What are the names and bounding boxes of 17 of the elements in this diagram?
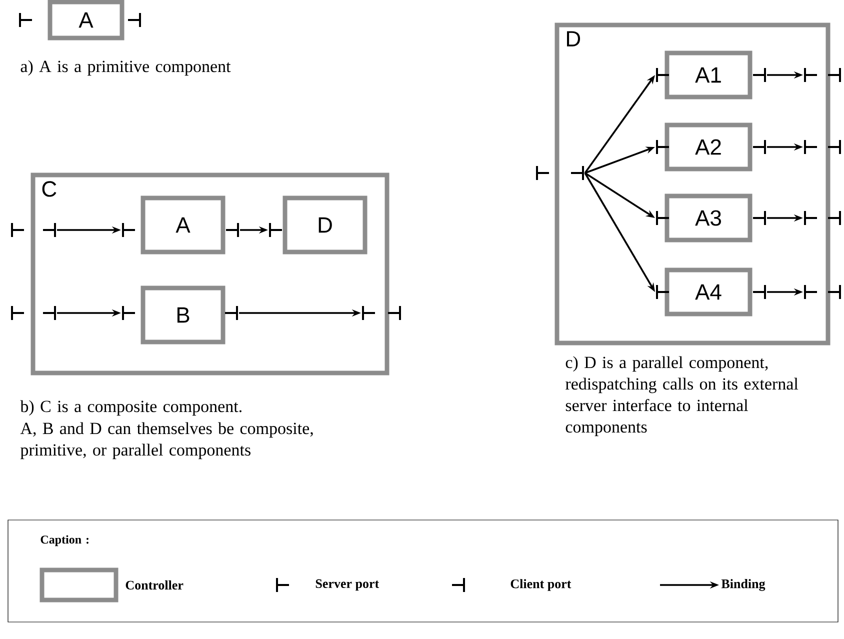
caption-text: A, B and D can themselves be composite, primitive, or parallel components — [20, 422, 313, 460]
caption-text: b) C is a composite component. — [20, 400, 242, 416]
component-box: B — [140, 286, 226, 344]
caption-text: c) D is a parallel component, redispatching calls on its external server interface to internal components — [566, 356, 798, 436]
legend-label: Controller — [126, 580, 184, 590]
component-box: D — [282, 196, 368, 254]
caption-text: a) A is a primitive component — [20, 60, 231, 76]
legend-label: Binding — [721, 579, 766, 591]
legend-label: Server port — [316, 579, 380, 591]
component-box: A — [140, 196, 226, 254]
component-box: A — [48, 0, 124, 40]
component-box: A2 — [664, 122, 752, 172]
component-box: A1 — [664, 50, 752, 100]
component-box: A4 — [664, 268, 752, 316]
component-box: A3 — [664, 194, 752, 242]
legend-title: Caption : — [40, 535, 88, 546]
legend-label: Client port — [510, 579, 572, 591]
